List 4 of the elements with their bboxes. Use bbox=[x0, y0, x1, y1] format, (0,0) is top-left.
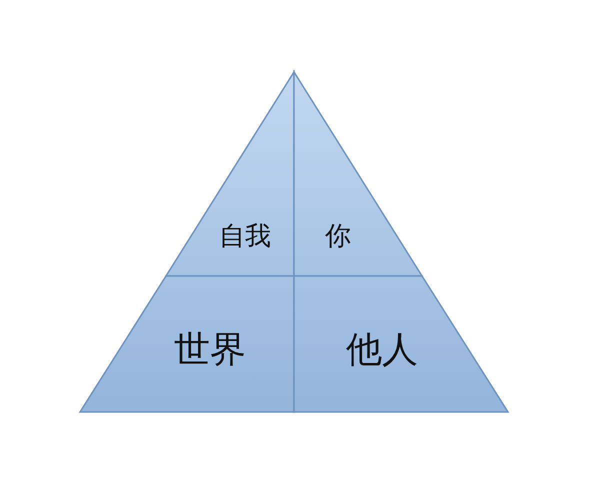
section-label: 世界 bbox=[174, 328, 246, 372]
section-label: 他人 bbox=[346, 328, 418, 372]
section-label: 自我 bbox=[219, 220, 271, 254]
section-label: 你 bbox=[325, 220, 351, 254]
